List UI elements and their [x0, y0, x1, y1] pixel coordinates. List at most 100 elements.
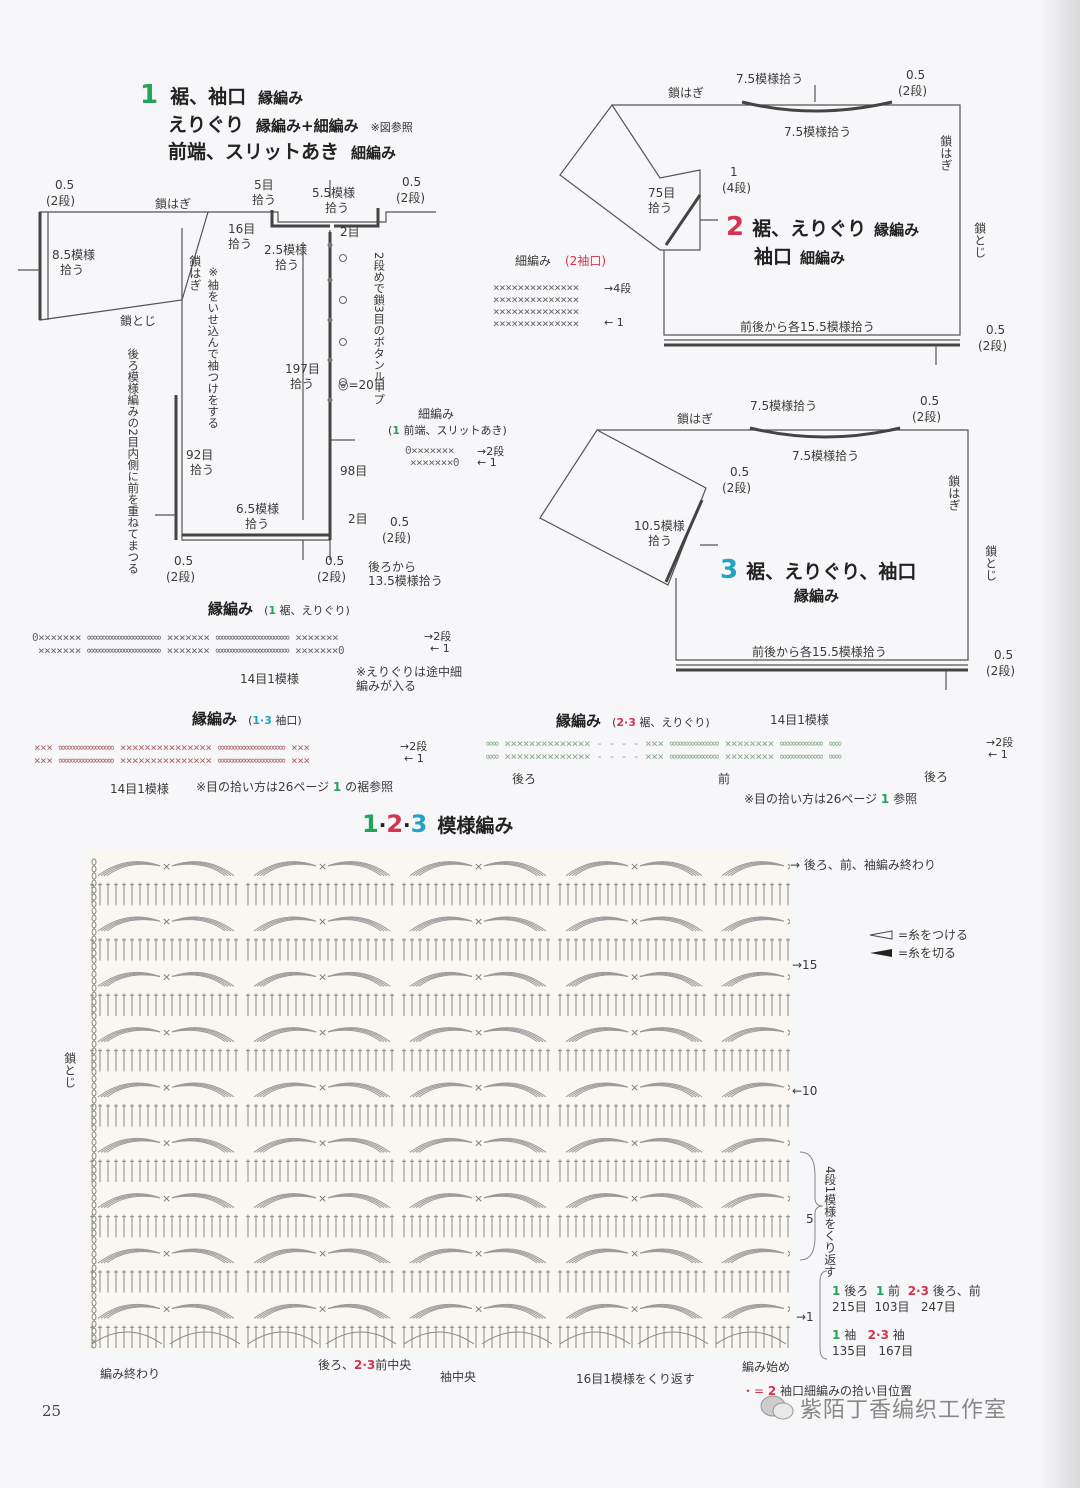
- counts-r1-v2: 103目: [874, 1300, 910, 1314]
- edge1-sub-num: 1: [268, 604, 277, 617]
- pattern-left-toji: 鎖とじ: [62, 1052, 77, 1088]
- pattern-brace: [799, 1151, 824, 1261]
- svg-text:×: ×: [318, 860, 327, 873]
- d2-title-tech-2: 細編み: [800, 249, 846, 267]
- svg-text:×: ×: [162, 1247, 171, 1260]
- pattern-num-2: 2: [386, 810, 404, 838]
- watermark: 紫陌丁香编织工作室: [760, 1392, 1007, 1424]
- d2-legend-row4-symbols: ××××××××××××××: [493, 281, 579, 294]
- svg-text:×: ×: [318, 971, 327, 984]
- svg-text:×: ×: [630, 1303, 639, 1316]
- d2-legend-row1-symbols: ××××××××××××××: [493, 317, 579, 330]
- d1-neck-rows: (2段): [396, 191, 425, 205]
- edge1-note: ※えりぐりは途中細編みが入る: [356, 665, 463, 694]
- svg-text:×: ×: [630, 1247, 639, 1260]
- d1-title-main-3: 前端、スリットあき: [168, 141, 340, 163]
- legend-attach: =糸をつける: [868, 926, 968, 943]
- d2-side-toji: 鎖とじ: [972, 222, 987, 258]
- edge3-note-num: 1: [880, 792, 890, 806]
- pattern-row10: ←10: [792, 1084, 818, 1098]
- d3-title-main-2: 縁編み: [794, 587, 840, 605]
- svg-text:×: ×: [786, 1026, 790, 1039]
- edge3-repeat: 14目1模様: [770, 713, 829, 727]
- counts-r1-v1: 215目: [832, 1300, 867, 1314]
- pattern-sleeve-center: 袖中央: [440, 1370, 477, 1384]
- d3-hagi: 鎖はぎ: [677, 412, 714, 426]
- d1-rows-b1: (2段): [166, 570, 195, 584]
- d2-one: 1: [730, 165, 738, 179]
- counts-row1: 1 後ろ 1 前 2·3 後ろ、前: [832, 1282, 981, 1299]
- d3-side-hagi: 鎖はぎ: [946, 475, 961, 511]
- svg-text:×: ×: [162, 860, 171, 873]
- d1-rows-b2: (2段): [317, 570, 346, 584]
- legend-cut: =糸を切る: [868, 944, 956, 961]
- svg-text:×: ×: [474, 1137, 483, 1150]
- svg-text:×: ×: [474, 1247, 483, 1260]
- pattern-num-3: 3: [410, 810, 428, 838]
- edge2-sub-pre: (: [248, 714, 253, 727]
- attach-yarn-icon: [869, 929, 893, 940]
- d2-body-outline: [612, 104, 961, 336]
- d3-mid75: 7.5模様拾う: [792, 449, 860, 463]
- edge1-repeat: 14目1模様: [240, 672, 299, 686]
- d3-title-main-1: 裾、えりぐり、袖口: [746, 561, 917, 583]
- svg-text:×: ×: [318, 1026, 327, 1039]
- svg-text:×: ×: [630, 971, 639, 984]
- counts-r2-b-t: 袖: [892, 1328, 905, 1342]
- d3-sleeve105: 10.5模様: [634, 519, 685, 533]
- svg-text:×: ×: [786, 1192, 790, 1205]
- svg-text:×: ×: [162, 1081, 171, 1094]
- counts-r1-b: 1: [875, 1284, 885, 1298]
- svg-text:×: ×: [162, 1137, 171, 1150]
- cut-yarn-icon: [870, 948, 892, 957]
- svg-text:×: ×: [474, 971, 483, 984]
- d3-body-outline: [597, 429, 969, 661]
- pattern-row1: →1: [796, 1310, 814, 1324]
- svg-text:×: ×: [162, 1026, 171, 1039]
- d1-pick2-5-suffix: 拾う: [275, 258, 300, 272]
- pattern-finish-note: → 後ろ、前、袖編み終わり: [790, 858, 936, 872]
- d1-pick5-suffix: 拾う: [252, 193, 277, 207]
- svg-text:×: ×: [318, 1303, 327, 1316]
- edge3-sub: (2·3 裾、えりぐり): [612, 716, 710, 729]
- d2-title-main-1: 裾、えりぐり: [752, 218, 867, 240]
- svg-text:×: ×: [630, 1137, 639, 1150]
- d1-sleeve-pick: 8.5模様: [52, 248, 96, 262]
- d2-hem-half: 0.5: [986, 323, 1006, 337]
- counts-r2-v2: 167目: [878, 1344, 914, 1358]
- svg-text:×: ×: [474, 1081, 483, 1094]
- d3-hem-pick: 前後から各15.5模様拾う: [752, 645, 887, 659]
- d1-button-loop: 2段めで鎖3目のボタンループ: [372, 252, 387, 405]
- edge3-back-left: 後ろ: [512, 772, 537, 786]
- d1-sode-hagi: 鎖はぎ: [187, 255, 202, 291]
- pattern-center-num: 2·3: [354, 1358, 376, 1372]
- counts-r1-c: 2·3: [907, 1284, 929, 1298]
- svg-text:×: ×: [474, 1192, 483, 1205]
- d1-half-b1: 0.5: [174, 554, 194, 568]
- d2-sleeve-shape: [559, 103, 701, 251]
- sc-legend-sub: (1 前端、スリットあき): [388, 422, 507, 438]
- svg-text:×: ×: [786, 971, 790, 984]
- edge3-row2-symbols: ∞∞ ×××××××××××××× - - - - ××× ∞∞∞∞∞∞∞∞ ×…: [486, 737, 842, 750]
- counts-r1-b-t: 前: [888, 1284, 901, 1298]
- svg-text:×: ×: [474, 860, 483, 873]
- d1-button-count: ◎=20目: [338, 378, 386, 392]
- d1-pick16: 16目: [228, 222, 256, 236]
- edge2-row1-symbols: ××× ∞∞∞∞∞∞∞∞∞ ××××××××××××××× ∞∞∞∞∞∞∞∞∞∞…: [34, 754, 310, 767]
- edge2-title-row: 縁編み (1·3 袖口): [192, 708, 302, 729]
- d1-bottom65: 6.5模様: [236, 502, 280, 516]
- d2-half: 0.5: [906, 68, 926, 82]
- edge2-note-pre: ※目の拾い方は26ページ: [196, 780, 333, 794]
- svg-text:×: ×: [786, 1137, 790, 1150]
- d1-row2: 2目: [340, 225, 360, 239]
- edge2-repeat: 14目1模様: [110, 782, 169, 796]
- d1-pick2-5: 2.5模様: [264, 243, 308, 257]
- counts-bracket: [819, 1270, 828, 1360]
- svg-text:×: ×: [786, 860, 790, 873]
- edge1-sub-post: 裾、えりぐり): [276, 604, 350, 617]
- svg-text:×: ×: [630, 1192, 639, 1205]
- d1-title: 1 裾、袖口 縁編み えりぐり 縁編み+細編み ※図参照 前端、スリットあき 細…: [140, 80, 413, 164]
- d3-num: 3: [720, 555, 739, 585]
- svg-text:×: ×: [318, 1192, 327, 1205]
- svg-text:×: ×: [630, 915, 639, 928]
